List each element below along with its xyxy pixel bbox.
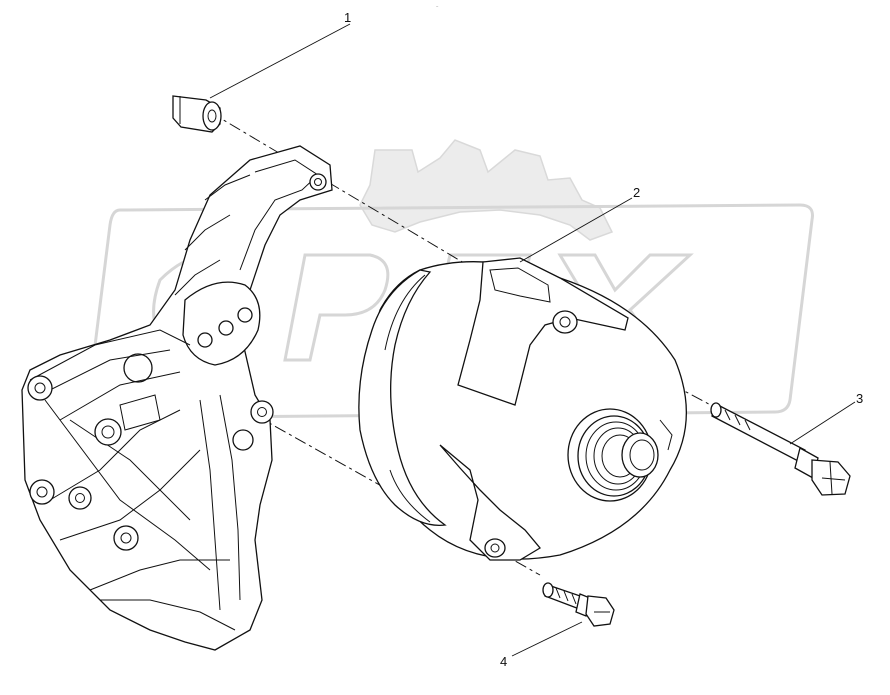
callout-label-3: 3 bbox=[856, 391, 863, 406]
callout-1: 1 bbox=[209, 10, 351, 99]
header-mark: ~ bbox=[436, 4, 439, 9]
leader-line-2 bbox=[519, 197, 633, 263]
mounting-bracket bbox=[21, 145, 333, 651]
leader-line-1 bbox=[209, 23, 351, 99]
leader-line-4 bbox=[511, 621, 583, 657]
callout-3: 3 bbox=[789, 391, 863, 445]
short-flange-bolt bbox=[542, 582, 615, 627]
callout-label-2: 2 bbox=[633, 185, 640, 200]
callout-label-4: 4 bbox=[500, 654, 507, 669]
leader-line-3 bbox=[789, 401, 856, 445]
long-flange-bolt bbox=[710, 402, 851, 496]
callout-4: 4 bbox=[500, 621, 583, 669]
alternator bbox=[358, 257, 688, 561]
callout-2: 2 bbox=[519, 185, 640, 263]
callout-label-1: 1 bbox=[344, 10, 351, 25]
spacer-bushing bbox=[172, 95, 222, 133]
